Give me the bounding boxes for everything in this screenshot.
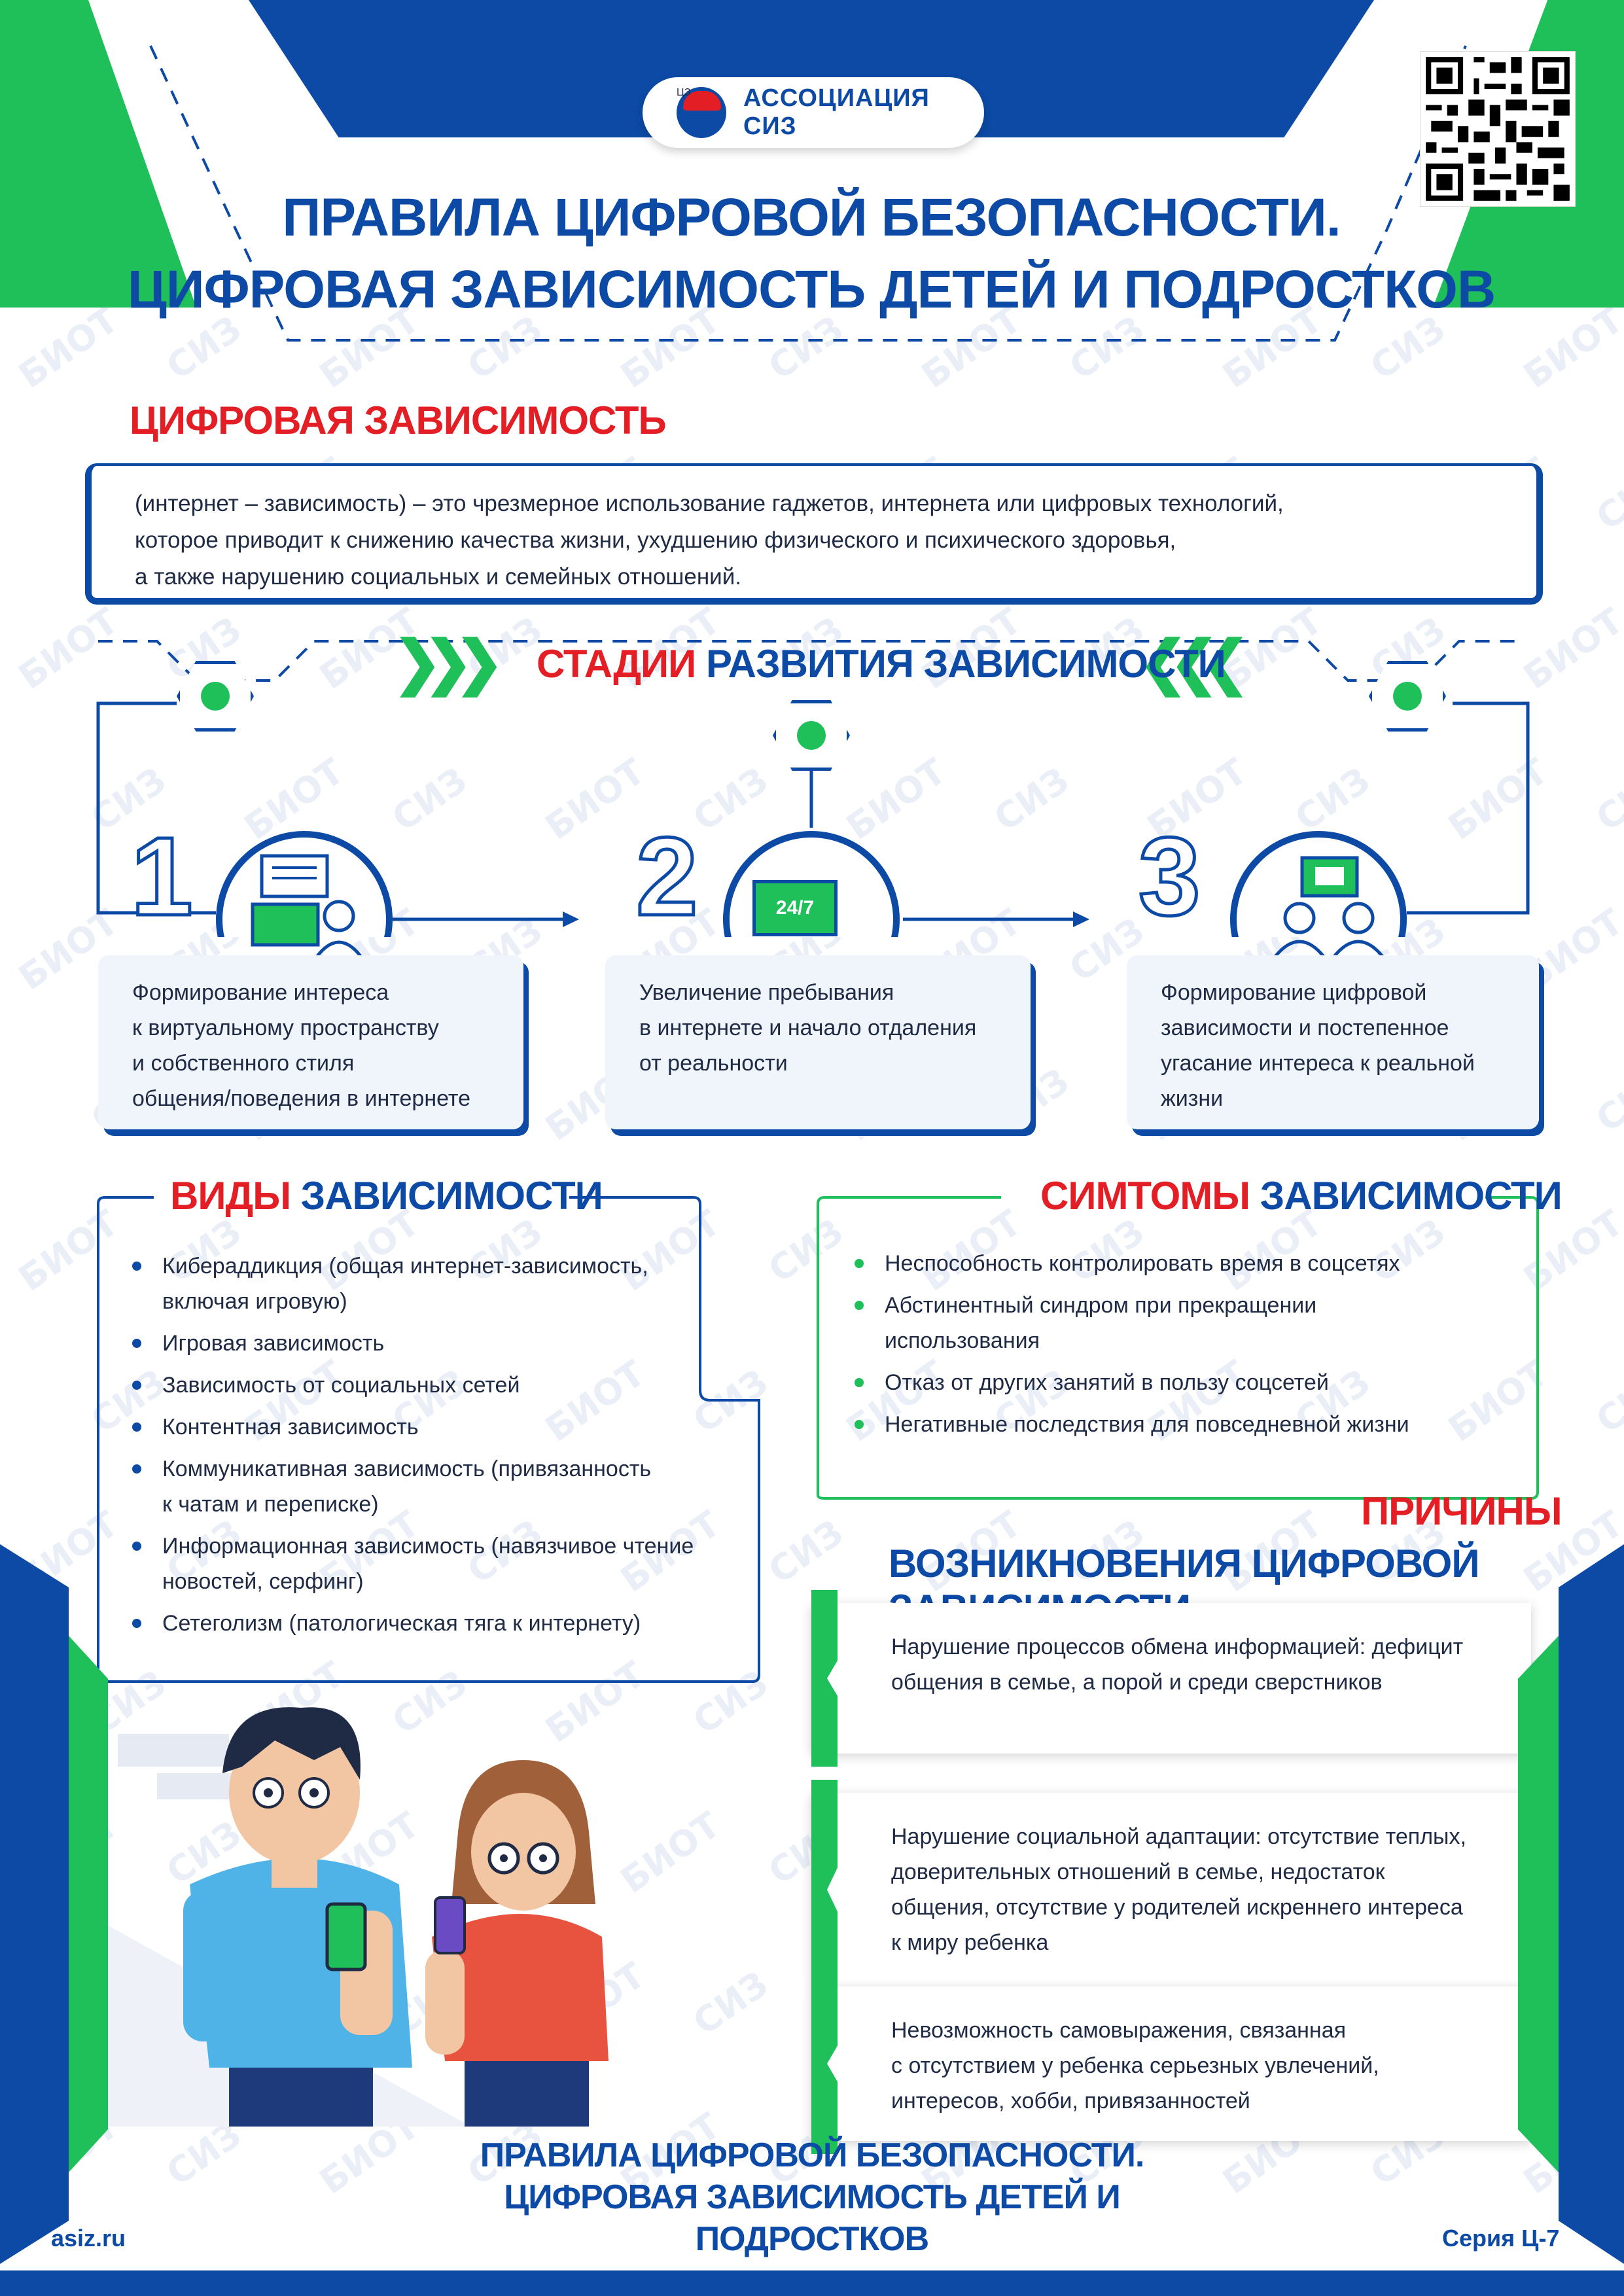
types-list: Кибераддикция (общая интернет-зависимост…	[130, 1248, 758, 1648]
list-item: Негативные последствия для повседневной …	[852, 1407, 1526, 1442]
cause-1-line: Нарушение процессов обмена информацией: …	[891, 1634, 1464, 1659]
stage-3-line: зависимости и постепенное	[1161, 1016, 1449, 1040]
watermark-text: БИОТ	[613, 1804, 728, 1901]
definition-line1: (интернет – зависимость) – это чрезмерно…	[135, 491, 1284, 516]
cause-3-line: Невозможность самовыражения, связанная	[891, 2018, 1347, 2043]
list-item: Контентная зависимость	[130, 1409, 758, 1445]
cause-2-line: Нарушение социальной адаптации: отсутств…	[891, 1824, 1466, 1849]
chat-computer-icon	[251, 854, 367, 962]
footer-title: ПРАВИЛА ЦИФРОВОЙ БЕЗОПАСНОСТИ. ЦИФРОВАЯ …	[393, 2134, 1231, 2260]
watermark-text: СИЗ	[1589, 1361, 1624, 1441]
types-heading-blue: ЗАВИСИМОСТИ	[300, 1174, 603, 1218]
list-item: Игровая зависимость	[130, 1326, 758, 1361]
definition-line3: а также нарушению социальных и семейных …	[135, 564, 742, 590]
stage-number-2: 2	[635, 815, 700, 939]
stage-2-line: Увеличение пребывания	[639, 980, 894, 1005]
chevrons-left-icon: ❮❮❮	[1139, 630, 1250, 696]
causes-heading-red: ПРИЧИНЫ	[1361, 1489, 1562, 1533]
cause-card-1: Нарушение процессов обмена информацией: …	[811, 1603, 1531, 1754]
stage-1-line: и собственного стиля	[132, 1051, 355, 1076]
association-logo[interactable]: АССОЦИАЦИЯ СИЗ	[643, 77, 984, 148]
stage-3-line: жизни	[1161, 1086, 1224, 1111]
footer-series: Серия Ц-7	[1442, 2225, 1560, 2252]
watermark-text: СИЗ	[1589, 458, 1624, 539]
title-dashed-frame	[149, 45, 1467, 342]
stage-3-line: угасание интереса к реальной	[1161, 1051, 1475, 1076]
page-title-line1: ПРАВИЛА ЦИФРОВОЙ БЕЗОПАСНОСТИ.	[282, 188, 1341, 247]
cause-3-line: интересов, хобби, привязанностей	[891, 2089, 1250, 2113]
stage-2-card: Увеличение пребывания в интернете и нача…	[605, 955, 1031, 1129]
logo-text: АССОЦИАЦИЯ СИЗ	[743, 84, 930, 140]
qr-code[interactable]	[1420, 51, 1576, 207]
cause-2-line: общения, отсутствие у родителей искренне…	[891, 1895, 1463, 1920]
list-item: Зависимость от социальных сетей	[130, 1368, 758, 1403]
stage-2-line: в интернете и начало отдаления	[639, 1016, 977, 1040]
cause-1-line: общения в семье, а порой и среди сверстн…	[891, 1670, 1383, 1695]
corner-decor-bottom-left-green	[69, 1636, 108, 2172]
footer-title-line2: ЦИФРОВАЯ ЗАВИСИМОСТЬ ДЕТЕЙ И ПОДРОСТКОВ	[504, 2178, 1121, 2258]
list-item: Кибераддикция (общая интернет-зависимост…	[130, 1248, 758, 1319]
footer-band	[0, 2270, 1624, 2296]
teens-with-phones-illustration	[105, 1707, 609, 2127]
clock-24-7-icon: 24/7	[752, 880, 838, 936]
group-screen-icon	[1273, 856, 1385, 959]
list-item: Коммуникативная зависимость (привязаннос…	[130, 1451, 758, 1522]
page-title: ПРАВИЛА ЦИФРОВОЙ БЕЗОПАСНОСТИ. ЦИФРОВАЯ …	[98, 182, 1525, 326]
definition-heading: ЦИФРОВАЯ ЗАВИСИМОСТЬ	[130, 398, 667, 442]
types-heading: ВИДЫ ЗАВИСИМОСТИ	[170, 1173, 603, 1218]
badge-24-7: 24/7	[775, 897, 815, 919]
watermark-text: СИЗ	[1589, 1060, 1624, 1140]
footer-site-link[interactable]: asiz.ru	[51, 2225, 126, 2252]
stage-number-3: 3	[1137, 815, 1203, 939]
symptoms-heading-blue: ЗАВИСИМОСТИ	[1260, 1174, 1562, 1218]
list-item: Неспособность контролировать время в соц…	[852, 1246, 1526, 1281]
stages-heading-blue: РАЗВИТИЯ ЗАВИСИМОСТИ	[705, 642, 1226, 686]
watermark-text: СИЗ	[761, 1511, 851, 1592]
siz-logo-icon	[677, 87, 726, 138]
stage-number-1: 1	[130, 815, 195, 939]
stage-1-line: Формирование интереса	[132, 980, 389, 1005]
corner-decor-bottom-right-green	[1518, 1636, 1559, 2172]
stage-1-line: к виртуальному пространству	[132, 1016, 439, 1040]
symptoms-frame	[817, 1196, 1539, 1500]
stages-heading-red: СТАДИИ	[537, 642, 696, 686]
footer-title-line1: ПРАВИЛА ЦИФРОВОЙ БЕЗОПАСНОСТИ.	[480, 2136, 1145, 2174]
corner-decor-bottom-right	[1559, 1544, 1624, 2264]
stage-1-line: общения/поведения в интернете	[132, 1086, 470, 1111]
cause-3-line: с отсутствием у ребенка серьезных увлече…	[891, 2053, 1379, 2078]
types-frame	[97, 1196, 760, 1683]
stage-3-line: Формирование цифровой	[1161, 980, 1427, 1005]
stages-heading: СТАДИИ РАЗВИТИЯ ЗАВИСИМОСТИ	[537, 641, 1226, 686]
types-heading-red: ВИДЫ	[170, 1174, 291, 1218]
chevrons-right-icon: ❯❯❯	[393, 630, 504, 696]
stage-2-line: от реальности	[639, 1051, 788, 1076]
definition-line2: которое приводит к снижению качества жиз…	[135, 527, 1176, 553]
cause-2-line: к миру ребенка	[891, 1930, 1049, 1955]
watermark-text: СИЗ	[686, 1963, 776, 2043]
stages-connectors	[96, 640, 1530, 927]
list-item: Сетеголизм (патологическая тяга к интерн…	[130, 1606, 758, 1641]
cause-card-2: Нарушение социальной адаптации: отсутств…	[811, 1793, 1531, 1987]
symptoms-heading: СИМТОМЫ ЗАВИСИМОСТИ	[1040, 1173, 1562, 1218]
cause-card-3: Невозможность самовыражения, связанная с…	[811, 1987, 1531, 2141]
stage-1-card: Формирование интереса к виртуальному про…	[98, 955, 523, 1129]
corner-decor-bottom-left	[0, 1544, 69, 2264]
cause-2-line: доверительных отношений в семье, недоста…	[891, 1860, 1385, 1884]
list-item: Отказ от других занятий в пользу соцсете…	[852, 1365, 1526, 1400]
stage-3-card: Формирование цифровой зависимости и пост…	[1127, 955, 1539, 1129]
connector-hex-right	[1369, 661, 1446, 732]
page-title-line2: ЦИФРОВАЯ ЗАВИСИМОСТЬ ДЕТЕЙ И ПОДРОСТКОВ	[127, 260, 1496, 319]
symptoms-heading-red: СИМТОМЫ	[1040, 1174, 1250, 1218]
definition-box: (интернет – зависимость) – это чрезмерно…	[85, 463, 1543, 605]
symptoms-list: Неспособность контролировать время в соц…	[852, 1246, 1526, 1449]
list-item: Информационная зависимость (навязчивое ч…	[130, 1528, 758, 1599]
